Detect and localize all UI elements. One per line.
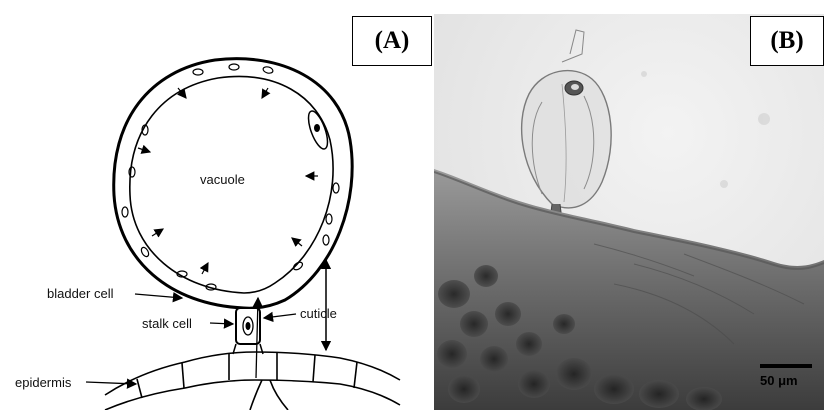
scale-bar-label: 50 μm xyxy=(760,373,798,388)
bladder-cell-label: bladder cell xyxy=(47,286,114,301)
stalk-cell-label: stalk cell xyxy=(142,316,192,331)
cuticle-label: cuticle xyxy=(300,306,337,321)
panel-a-label: (A) xyxy=(352,16,432,66)
epidermis-label: epidermis xyxy=(15,375,72,390)
panel-b-label: (B) xyxy=(750,16,824,66)
micrograph-image xyxy=(434,14,824,410)
vacuole-label: vacuole xyxy=(200,172,245,187)
panel-a-diagram: vacuole bladder cell stalk cell cuticle … xyxy=(0,0,432,410)
stalk-cell xyxy=(233,308,263,354)
panel-b-micrograph xyxy=(434,14,824,410)
epidermis-cells xyxy=(105,352,400,410)
scale-bar xyxy=(760,364,812,368)
